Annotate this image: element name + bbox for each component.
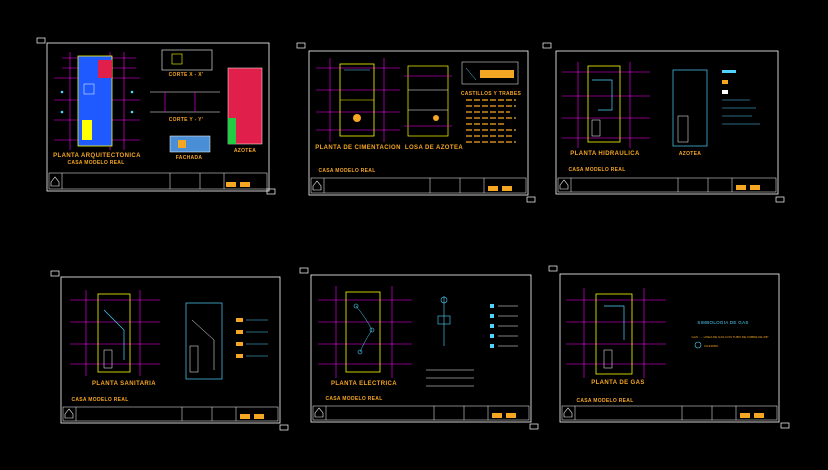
details bbox=[461, 61, 519, 143]
sheet-border bbox=[559, 273, 780, 423]
legend bbox=[236, 318, 268, 358]
sheet-corner-marker bbox=[299, 267, 309, 274]
sheet-corner-marker bbox=[775, 196, 785, 203]
title-block bbox=[312, 405, 530, 421]
sheet-caption: CASA MODELO REAL bbox=[576, 398, 633, 404]
facade-label: FACHADA bbox=[176, 155, 203, 161]
sheet-border bbox=[308, 50, 529, 196]
sheet-caption: CASA MODELO REAL bbox=[568, 167, 625, 173]
slab-title: LOSA DE AZOTEA bbox=[405, 145, 463, 151]
sheet-title: PLANTA ELECTRICA bbox=[331, 381, 397, 387]
sheet-planta-cimentacion[interactable]: CASTILLOS Y TRABES PLANTA DE CIMENTACION… bbox=[296, 42, 536, 203]
roof-tank bbox=[677, 115, 689, 143]
section-views bbox=[150, 49, 220, 153]
single-line-diagram bbox=[426, 296, 474, 387]
title-block bbox=[561, 405, 778, 421]
roof-tank bbox=[189, 345, 199, 373]
gas-legend-cylinder: CILINDRO bbox=[704, 344, 719, 348]
sheet-planta-gas[interactable]: SIMBOLOGIA DE GAS GAS ..... LINEA DE GAS… bbox=[548, 265, 790, 429]
sheet-title: PLANTA DE GAS bbox=[591, 380, 645, 386]
sheet-border bbox=[310, 274, 532, 423]
sheet-corner-marker bbox=[296, 42, 306, 49]
sheet-corner-marker bbox=[50, 270, 60, 277]
sheet-title: PLANTA SANITARIA bbox=[92, 381, 156, 387]
roof-label: AZOTEA bbox=[234, 148, 256, 154]
sheet-corner-marker bbox=[526, 196, 536, 203]
sheet-planta-arquitectonica[interactable]: PLANTA ARQUITECTONICA CASA MODELO REAL C… bbox=[36, 37, 276, 195]
section-label: CORTE Y - Y' bbox=[169, 117, 204, 123]
sheet-planta-hidraulica[interactable]: PLANTA HIDRAULICA AZOTEA CASA MODELO REA… bbox=[542, 42, 785, 203]
sheet-title: PLANTA HIDRAULICA bbox=[570, 151, 640, 157]
sanitary-plan bbox=[70, 290, 160, 376]
sheet-title: PLANTA DE CIMENTACION bbox=[315, 145, 401, 151]
details-title: CASTILLOS Y TRABES bbox=[461, 91, 522, 97]
hydraulic-plan bbox=[562, 62, 650, 148]
sheet-planta-sanitaria[interactable]: PLANTA SANITARIA CASA MODELO REAL bbox=[50, 270, 289, 431]
sheet-caption: CASA MODELO REAL bbox=[71, 397, 128, 403]
roof-plan bbox=[672, 69, 708, 147]
gas-plan bbox=[566, 288, 666, 378]
sheet-border bbox=[60, 276, 281, 424]
sheet-corner-marker bbox=[266, 188, 276, 195]
roof-slab-plan bbox=[404, 65, 452, 137]
legend bbox=[722, 70, 760, 125]
sheet-corner-marker bbox=[542, 42, 552, 49]
roof-plan bbox=[185, 302, 223, 380]
sheet-caption: CASA MODELO REAL bbox=[325, 396, 382, 402]
section-label: CORTE X - X' bbox=[169, 72, 204, 78]
sheet-title: PLANTA ARQUITECTONICA bbox=[53, 153, 141, 159]
foundation-plan bbox=[316, 58, 400, 142]
sheet-border bbox=[555, 50, 779, 195]
roof-plan-green bbox=[228, 118, 236, 144]
floor-plan bbox=[54, 52, 140, 150]
sheet-corner-marker bbox=[36, 37, 46, 44]
roof-label: AZOTEA bbox=[679, 151, 701, 157]
roof-drain bbox=[191, 319, 215, 370]
title-block bbox=[557, 177, 777, 193]
electric-plan bbox=[318, 286, 412, 378]
sheet-planta-electrica[interactable]: PLANTA ELECTRICA CASA MODELO REAL bbox=[299, 267, 539, 430]
sheet-corner-marker bbox=[780, 422, 790, 429]
sheet-corner-marker bbox=[529, 423, 539, 430]
gas-legend-title: SIMBOLOGIA DE GAS bbox=[697, 320, 748, 325]
sheet-border bbox=[46, 42, 270, 192]
sheet-caption: CASA MODELO REAL bbox=[67, 160, 124, 166]
title-block bbox=[62, 406, 279, 422]
sheet-corner-marker bbox=[548, 265, 558, 272]
title-block bbox=[48, 172, 268, 190]
cylinder-icon bbox=[694, 341, 702, 349]
sheet-corner-marker bbox=[279, 424, 289, 431]
sheet-caption: CASA MODELO REAL bbox=[318, 168, 375, 174]
gas-legend-line: GAS ..... LINEA DE GAS CON TUBO DE COBRE… bbox=[691, 335, 768, 339]
legend bbox=[490, 304, 518, 348]
title-block bbox=[310, 177, 527, 194]
